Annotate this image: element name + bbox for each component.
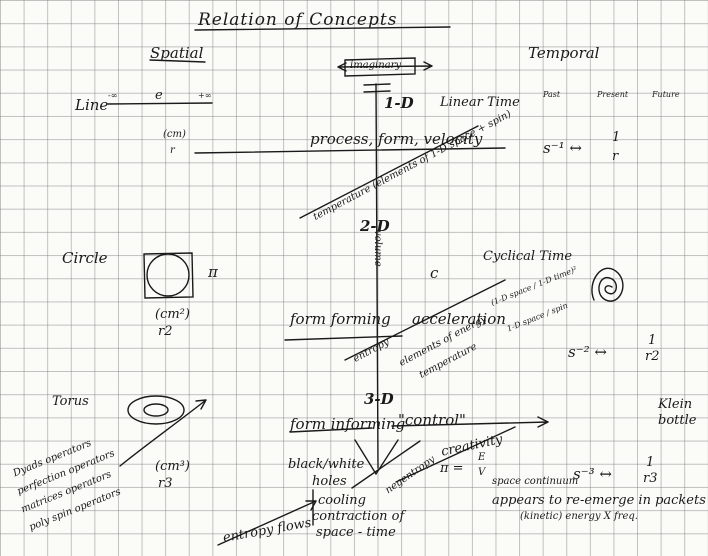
- circle-label: Circle: [62, 249, 108, 267]
- future-label: Future: [652, 90, 680, 99]
- s1-fraction-num: 1: [612, 130, 621, 145]
- c-label: c: [430, 264, 439, 282]
- cooling-label: cooling: [318, 493, 366, 508]
- torus-label: Torus: [52, 394, 89, 409]
- line-label: Line: [75, 96, 109, 114]
- cm2-unit: (cm²): [155, 307, 190, 322]
- pi-equals: π =: [440, 461, 464, 476]
- volume-label: volume: [372, 230, 383, 267]
- space-continuum: space continuum: [492, 476, 579, 487]
- s2-fraction-num: 1: [648, 333, 657, 348]
- form-forming: form forming: [290, 310, 391, 328]
- cm-unit: (cm): [163, 129, 186, 140]
- present-label: Present: [597, 90, 629, 99]
- holes-label: holes: [312, 474, 347, 489]
- contraction-of: contraction of: [312, 509, 405, 524]
- s-inverse-3: s⁻³ ↔: [573, 465, 612, 483]
- plus-infinity: +∞: [198, 91, 212, 100]
- linear-time-label: Linear Time: [440, 95, 520, 110]
- appears-to-reemerge: appears to re-emerge in packets: [492, 493, 706, 508]
- s-inverse-1: s⁻¹ ↔: [543, 139, 582, 157]
- black-white: black/white: [288, 457, 365, 472]
- three-d-label: 3-D: [364, 390, 394, 408]
- control-label: "control": [398, 411, 466, 429]
- space-time: space - time: [316, 525, 396, 540]
- minus-infinity: -∞: [108, 91, 118, 100]
- kinetic-energy-freq: (kinetic) energy X freq.: [520, 511, 638, 522]
- process-form-velocity: process, form, velocity: [310, 130, 483, 148]
- e-over-v-num: E: [478, 452, 486, 463]
- two-d-label: 2-D: [360, 217, 390, 235]
- temporal-heading: Temporal: [528, 44, 600, 62]
- past-label: Past: [543, 90, 561, 99]
- cyclical-time-label: Cyclical Time: [483, 249, 573, 264]
- r2-unit: r2: [158, 324, 173, 339]
- cm3-unit: (cm³): [155, 459, 190, 474]
- bottle-label: bottle: [658, 413, 697, 428]
- pi-symbol: π: [208, 263, 218, 281]
- s3-fraction-den: r3: [643, 471, 658, 486]
- one-d-label: 1-D: [384, 94, 414, 112]
- e-label: e: [155, 88, 163, 103]
- e-over-v-den: V: [478, 467, 486, 478]
- s-inverse-2: s⁻² ↔: [568, 343, 607, 361]
- klein-label: Klein: [658, 397, 693, 412]
- r3-unit: r3: [158, 476, 173, 491]
- spatial-heading: Spatial: [150, 44, 204, 62]
- r-unit: r: [170, 145, 175, 156]
- s1-fraction-den: r: [612, 149, 619, 164]
- page-title: Relation of Concepts: [198, 10, 398, 30]
- form-informing: form informing: [290, 415, 406, 433]
- imaginary-label: imaginary: [350, 60, 402, 71]
- acceleration-label: acceleration: [412, 310, 506, 328]
- s2-fraction-den: r2: [645, 349, 660, 364]
- s3-fraction-num: 1: [646, 455, 655, 470]
